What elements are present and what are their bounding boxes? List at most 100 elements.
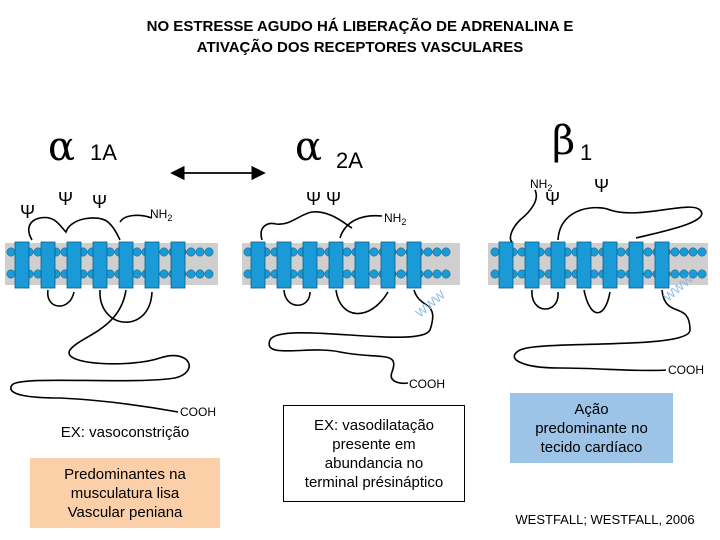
- lipid-head: [441, 269, 451, 279]
- lipid-head: [159, 247, 169, 257]
- alpha2-example-line-4: terminal présináptico: [304, 473, 444, 491]
- alpha1a-extracellular-loops: [28, 214, 153, 241]
- alpha2-example-line-1: EX: vasodilatação: [313, 416, 435, 434]
- beta1-action-line-2: predominante no: [535, 419, 648, 437]
- lipid-head: [679, 247, 689, 257]
- lipid-head: [441, 247, 451, 257]
- lipid-head: [342, 247, 352, 257]
- lipid-head: [396, 247, 406, 257]
- alpha2a-greek: α: [295, 124, 322, 170]
- alpha2a-extracellular-loops: [260, 211, 383, 241]
- lipid-head: [342, 269, 352, 279]
- glyco-symbol: Ψ: [545, 189, 560, 209]
- lipid-head: [679, 269, 689, 279]
- transmembrane-helix: [354, 241, 370, 289]
- transmembrane-helix: [498, 241, 514, 289]
- alpha2-example-line-2: presente em: [332, 435, 416, 453]
- alpha2a-helices: [250, 241, 422, 289]
- lipid-head: [396, 269, 406, 279]
- lipid-head: [159, 269, 169, 279]
- alpha1a-nterm: NH2: [150, 207, 172, 223]
- alpha1-predominance-line-2: musculatura lisa: [70, 484, 180, 502]
- transmembrane-helix: [550, 241, 566, 289]
- lipid-head: [432, 269, 442, 279]
- lipid-head: [195, 247, 205, 257]
- beta1-action-line-3: tecido cardíaco: [540, 438, 643, 456]
- glyco-symbol: Ψ: [92, 192, 107, 212]
- lipid-head: [670, 247, 680, 257]
- lipid-head: [186, 269, 196, 279]
- transmembrane-helix: [276, 241, 292, 289]
- alpha2a-intracellular-loops: [268, 289, 434, 385]
- transmembrane-helix: [524, 241, 540, 289]
- beta1-action-box: Ação predominante no tecido cardíaco: [510, 393, 673, 463]
- title-line-1: NO ESTRESSE AGUDO HÁ LIBERAÇÃO DE ADRENA…: [146, 18, 574, 35]
- transmembrane-helix: [40, 241, 56, 289]
- title-line-2: ATIVAÇÃO DOS RECEPTORES VASCULARES: [196, 39, 524, 56]
- transmembrane-helix: [170, 241, 186, 289]
- lipid-head: [195, 269, 205, 279]
- lipid-head: [369, 269, 379, 279]
- alpha2a-subscript: 2A: [336, 148, 363, 173]
- lipid-head: [688, 269, 698, 279]
- glyco-symbol: Ψ: [594, 176, 609, 196]
- transmembrane-helix: [250, 241, 266, 289]
- beta1-subscript: 1: [580, 140, 592, 165]
- lipid-head: [643, 269, 653, 279]
- lipid-head: [186, 247, 196, 257]
- transmembrane-helix: [576, 241, 592, 289]
- glyco-symbol: Ψ: [58, 189, 73, 209]
- lipid-head: [490, 247, 500, 257]
- lipid-head: [616, 269, 626, 279]
- alpha1a-intracellular-loops: [10, 289, 190, 413]
- transmembrane-helix: [406, 241, 422, 289]
- alpha1-predominance-line-1: Predominantes na: [64, 465, 186, 483]
- beta1-extracellular-loops: [509, 189, 703, 243]
- lipid-head: [6, 269, 16, 279]
- lipid-head: [697, 247, 707, 257]
- alpha1a-helices: [14, 241, 186, 289]
- lipid-head: [132, 269, 142, 279]
- alpha1a-cterm: COOH: [180, 405, 216, 419]
- transmembrane-helix: [328, 241, 344, 289]
- alpha1-example: EX: vasoconstrição: [60, 424, 190, 441]
- lipid-head: [204, 247, 214, 257]
- lipid-head: [432, 247, 442, 257]
- glyco-symbol: Ψ: [326, 189, 341, 209]
- receptor-alpha1a: α 1A NH2 Ψ Ψ Ψ COOH: [5, 124, 218, 419]
- lipid-head: [688, 247, 698, 257]
- alpha2-example-line-3: abundancia no: [324, 454, 424, 472]
- transmembrane-helix: [118, 241, 134, 289]
- alpha2-example-box: EX: vasodilatação presente em abundancia…: [283, 405, 465, 502]
- transmembrane-helix: [66, 241, 82, 289]
- alpha1-predominance-line-3: Vascular peniana: [67, 503, 183, 521]
- receptor-alpha2a: α 2A NH2 Ψ Ψ COOH WWW: [242, 124, 460, 391]
- receptor-beta1: β 1 NH2 Ψ Ψ COOH WWW: [488, 118, 708, 377]
- alpha1a-greek: α: [48, 124, 75, 170]
- beta1-action-line-1: Ação: [574, 400, 609, 418]
- phospho-marks: WWW: [413, 287, 449, 320]
- lipid-head: [204, 269, 214, 279]
- page-title: NO ESTRESSE AGUDO HÁ LIBERAÇÃO DE ADRENA…: [60, 16, 660, 58]
- lipid-head: [369, 247, 379, 257]
- lipid-head: [423, 247, 433, 257]
- transmembrane-helix: [14, 241, 30, 289]
- alpha2a-cterm: COOH: [409, 377, 445, 391]
- beta1-nterm: NH2: [530, 177, 552, 193]
- beta1-helices: [498, 241, 670, 289]
- alpha2a-nterm: NH2: [384, 211, 406, 227]
- lipid-head: [697, 269, 707, 279]
- beta1-greek: β: [552, 118, 575, 164]
- transmembrane-helix: [628, 241, 644, 289]
- alpha1a-subscript: 1A: [90, 140, 117, 165]
- citation: WESTFALL; WESTFALL, 2006: [515, 512, 695, 527]
- lipid-head: [6, 247, 16, 257]
- transmembrane-helix: [602, 241, 618, 289]
- transmembrane-helix: [302, 241, 318, 289]
- glyco-symbol: Ψ: [20, 202, 35, 222]
- transmembrane-helix: [92, 241, 108, 289]
- beta1-intracellular-loops: [513, 289, 691, 372]
- lipid-head: [132, 247, 142, 257]
- alpha1-predominance-box: Predominantes na musculatura lisa Vascul…: [30, 458, 220, 528]
